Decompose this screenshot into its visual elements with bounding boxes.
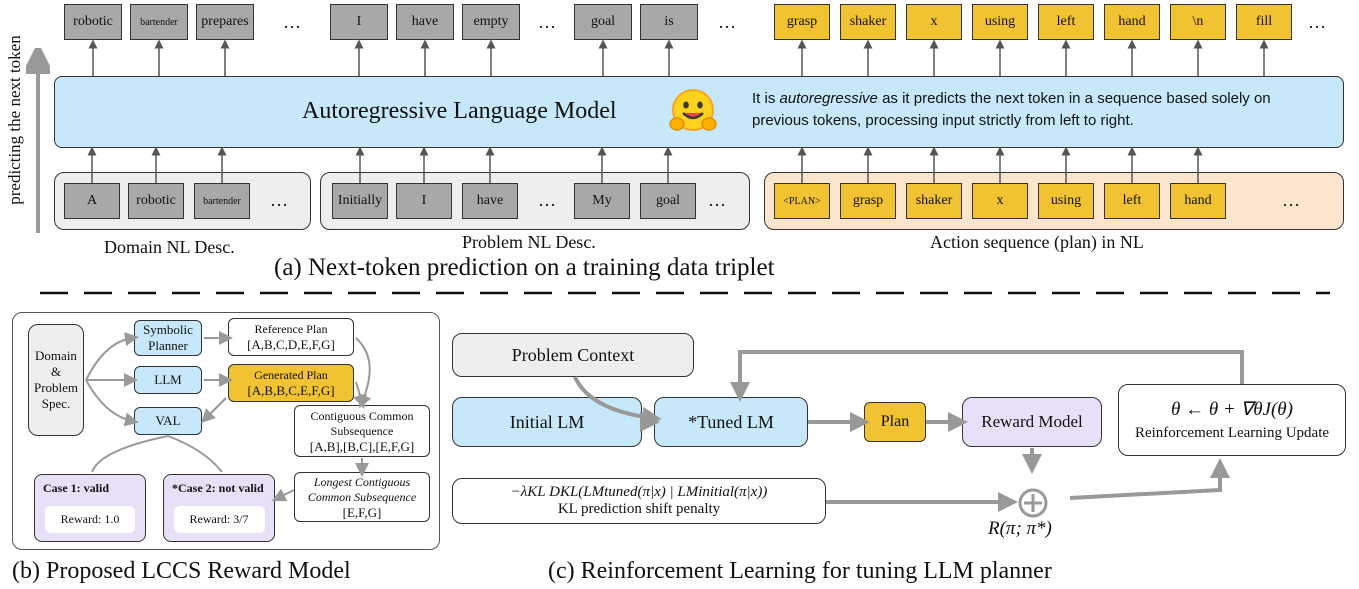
top-token-problem-4: is: [640, 4, 698, 40]
bottom-ellipsis-4: …: [1282, 190, 1302, 210]
action-label: Action sequence (plan) in NL: [930, 232, 1144, 252]
top-token-problem-2: empty: [462, 4, 520, 40]
bottom-token-action-5: left: [1104, 183, 1160, 219]
top-token-problem-1: have: [396, 4, 454, 40]
ccs-title: Contiguous Common Subsequence: [310, 408, 414, 438]
caption-b: (b) Proposed LCCS Reward Model: [12, 558, 351, 584]
kl-box: −λKL DKL(LMtuned(π|x) | LMinitial(π|x)) …: [452, 478, 826, 524]
top-ellipsis-2: …: [538, 12, 558, 32]
update-label: Reinforcement Learning Update: [1134, 425, 1330, 441]
case1-reward: Reward: 1.0: [44, 506, 136, 533]
generated-plan-box: Generated Plan [A,B,B,C,E,F,G]: [228, 364, 354, 402]
top-token-domain-2: prepares: [196, 4, 254, 40]
axis-arrow: [26, 48, 50, 233]
bottom-ellipsis-3: …: [708, 190, 728, 210]
top-ellipsis-4: …: [1308, 12, 1328, 32]
lm-desc-pre: It is: [752, 90, 780, 107]
sum-icon: [1018, 488, 1048, 518]
llm-box: LLM: [134, 366, 202, 394]
lm-title: Autoregressive Language Model: [302, 98, 617, 124]
reward-symbol: R(π; π*): [988, 518, 1052, 539]
top-token-action-1: shaker: [840, 4, 896, 40]
bottom-token-domain-0: A: [64, 183, 120, 219]
bottom-token-action-0: <PLAN>: [774, 183, 830, 219]
kl-formula: −λKL DKL(LMtuned(π|x) | LMinitial(π|x)): [510, 484, 768, 500]
panel-c-arrows: [573, 350, 1244, 512]
token-arrows: [87, 39, 1269, 183]
reward-model-box: Reward Model: [962, 397, 1102, 447]
bottom-token-action-3: x: [972, 183, 1028, 219]
bottom-token-problem-2: have: [462, 183, 518, 219]
ccs-value: [A,B],[B,C],[E,F,G]: [309, 438, 415, 454]
bottom-token-problem-0: Initially: [332, 183, 388, 219]
caption-a: (a) Next-token prediction on a training …: [274, 254, 775, 281]
panel-b-arrows: [85, 331, 372, 502]
reference-plan-value: [A,B,C,D,E,F,G]: [247, 337, 335, 352]
top-ellipsis-1: …: [283, 12, 303, 32]
val-box: VAL: [134, 407, 202, 435]
lccs-title: Longest Contiguous Common Subsequence: [307, 474, 417, 504]
bottom-ellipsis-2: …: [538, 190, 558, 210]
bottom-token-domain-1: robotic: [128, 183, 184, 219]
bottom-ellipsis-1: …: [270, 190, 290, 210]
bottom-token-domain-2: bartender: [194, 183, 250, 219]
problem-label: Problem NL Desc.: [462, 232, 596, 252]
case2-title: *Case 2: not valid: [172, 481, 264, 495]
bottom-token-action-6: hand: [1170, 183, 1226, 219]
symbolic-planner-box: Symbolic Planner: [134, 320, 202, 356]
lccs-box: Longest Contiguous Common Subsequence [E…: [294, 472, 430, 522]
top-token-action-6: \n: [1170, 4, 1226, 40]
generated-plan-value: [A,B,B,C,E,F,G]: [247, 383, 335, 398]
bottom-token-problem-3: My: [574, 183, 630, 219]
lm-description: It is autoregressive as it predicts the …: [752, 88, 1312, 132]
case2-reward: Reward: 3/7: [173, 506, 265, 533]
top-token-domain-1: bartender: [130, 4, 188, 40]
reference-plan-title: Reference Plan: [254, 322, 328, 336]
bottom-token-problem-4: goal: [640, 183, 696, 219]
generated-plan-title: Generated Plan: [254, 368, 328, 382]
bottom-token-action-4: using: [1038, 183, 1094, 219]
bottom-token-action-1: grasp: [840, 183, 896, 219]
top-token-action-0: grasp: [774, 4, 830, 40]
ccs-box: Contiguous Common Subsequence [A,B],[B,C…: [294, 405, 430, 457]
top-token-action-7: fill: [1236, 4, 1292, 40]
lccs-value: [E,F,G]: [342, 504, 382, 520]
reference-plan-box: Reference Plan [A,B,C,D,E,F,G]: [228, 318, 354, 356]
spec-box: Domain & Problem Spec.: [28, 324, 84, 436]
divider: [40, 291, 1330, 295]
kl-label: KL prediction shift penalty: [557, 501, 721, 517]
plan-box: Plan: [864, 402, 926, 442]
top-ellipsis-3: …: [718, 12, 738, 32]
rl-update-box: θ ← θ + ∇θJ(θ) Reinforcement Learning Up…: [1118, 384, 1346, 456]
hugging-face-icon: [669, 89, 717, 131]
initial-lm-box: Initial LM: [452, 397, 642, 447]
top-token-action-2: x: [906, 4, 962, 40]
top-token-problem-0: I: [330, 4, 388, 40]
update-formula: θ ← θ + ∇θJ(θ): [1171, 399, 1293, 420]
top-token-action-5: hand: [1104, 4, 1160, 40]
lm-desc-post: as it predicts the next token in a seque…: [752, 90, 1271, 129]
bottom-token-problem-1: I: [396, 183, 452, 219]
bottom-token-action-2: shaker: [906, 183, 962, 219]
lm-desc-emphasis: autoregressive: [779, 90, 878, 107]
domain-label: Domain NL Desc.: [104, 237, 235, 257]
case2-box: *Case 2: not valid Reward: 3/7: [163, 474, 275, 542]
case1-box: Case 1: valid Reward: 1.0: [34, 474, 146, 542]
case1-title: Case 1: valid: [43, 481, 109, 495]
problem-context-box: Problem Context: [452, 333, 694, 377]
caption-c: (c) Reinforcement Learning for tuning LL…: [548, 558, 1052, 584]
